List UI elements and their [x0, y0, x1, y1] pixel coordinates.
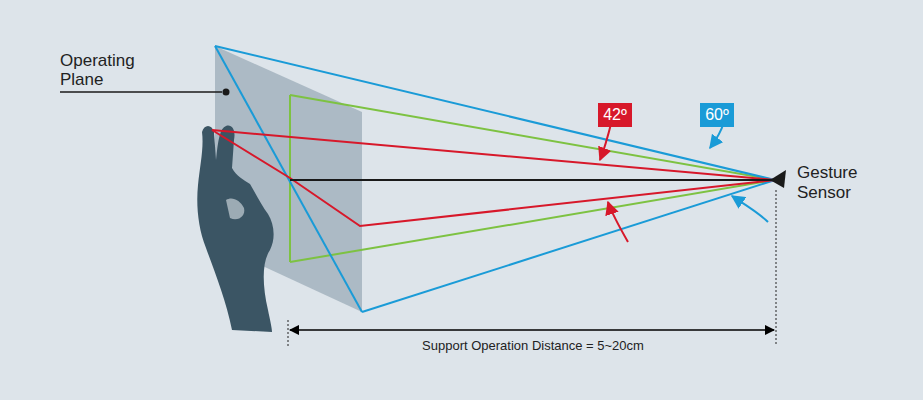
dimension-label: Support Operation Distance = 5~20cm: [300, 339, 766, 354]
angle-value: 60º: [705, 106, 729, 124]
angle-value: 42º: [603, 106, 627, 124]
part-label: Operating Plane: [60, 51, 160, 90]
angle-badge: 60º: [700, 103, 734, 127]
angle-badge: 42º: [598, 103, 632, 127]
part-label: Gesture Sensor: [797, 163, 897, 202]
